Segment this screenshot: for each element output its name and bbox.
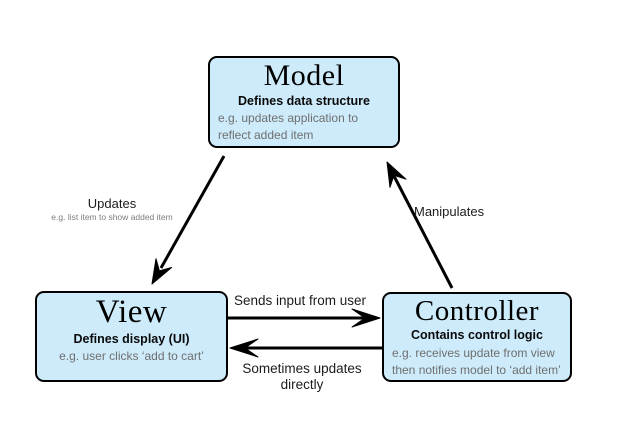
arrow-controller-to-view (229, 338, 382, 358)
view-example: e.g. user clicks ‘add to cart’ (59, 349, 204, 364)
manipulates-edge-label: Manipulates (414, 204, 485, 219)
arrow-model-to-view (151, 155, 226, 285)
controller-node: Controller Contains control logic e.g. r… (382, 292, 572, 382)
view-title: View (95, 294, 168, 330)
arrow-controller-to-model (386, 161, 454, 289)
updates-label: Updates (87, 196, 137, 211)
model-title: Model (263, 59, 345, 92)
controller-example: e.g. receives update from view then noti… (392, 345, 561, 378)
sends-input-edge-label: Sends input from user (233, 293, 367, 308)
controller-title: Controller (414, 295, 540, 327)
model-example: e.g. updates application to reflect adde… (218, 110, 359, 143)
sometimes-updates-edge-label: Sometimes updates directly (242, 361, 362, 392)
arrow-view-to-controller (228, 308, 381, 328)
controller-subtitle: Contains control logic (411, 328, 543, 343)
updates-sublabel: e.g. list item to show added item (51, 211, 173, 222)
model-node: Model Defines data structure e.g. update… (208, 56, 400, 148)
model-subtitle: Defines data structure (238, 93, 370, 108)
updates-edge-label: Updates e.g. list item to show added ite… (47, 196, 177, 223)
view-node: View Defines display (UI) e.g. user clic… (35, 291, 228, 382)
view-subtitle: Defines display (UI) (73, 331, 190, 346)
